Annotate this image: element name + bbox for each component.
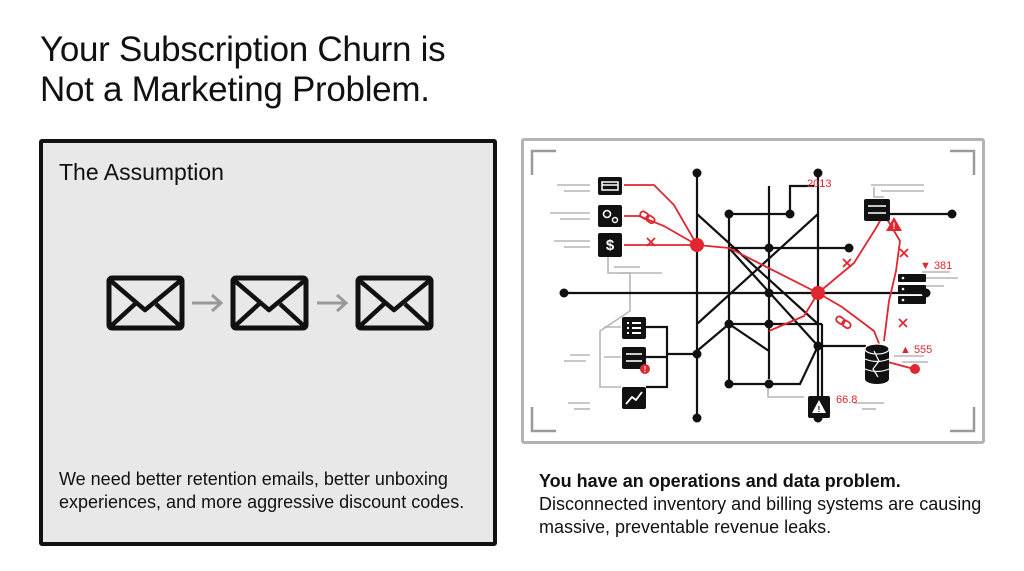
junction-dots (559, 168, 957, 423)
label-top: 2013 (807, 178, 831, 190)
svg-text:!: ! (893, 221, 896, 231)
assumption-panel: The Assumption We need bette (39, 139, 497, 546)
dollar-icon: $ (598, 233, 622, 257)
reality-caption-bold: You have an operations and data problem. (539, 471, 901, 491)
envelope-icon (106, 275, 185, 331)
server-rack-icon (898, 274, 926, 304)
assumption-caption: We need better retention emails, better … (59, 469, 465, 512)
svg-text:!: ! (818, 405, 821, 414)
label-right-bottom: ▲ 555 (900, 344, 932, 356)
gear-icon (598, 205, 622, 227)
page-title: Your Subscription Churn is Not a Marketi… (40, 30, 446, 110)
list-icon (622, 317, 646, 339)
frame-corners (530, 149, 976, 433)
warning-icon: ! (886, 217, 902, 231)
card-icon (598, 177, 622, 195)
svg-text:$: $ (606, 237, 615, 254)
red-nodes (690, 238, 920, 374)
arrow-right-icon (317, 293, 349, 313)
trend-chart-icon (622, 387, 646, 409)
title-line-1: Your Subscription Churn is (40, 30, 446, 69)
chain-link-icon (835, 315, 852, 330)
email-flow (106, 275, 434, 331)
broken-link-marks (646, 237, 909, 328)
svg-text:!: ! (644, 365, 647, 374)
system-network-diagram: $ ! ! (530, 149, 976, 433)
server-icon (864, 199, 890, 221)
envelope-icon (355, 275, 434, 331)
assumption-heading: The Assumption (59, 159, 224, 185)
title-line-2: Not a Marketing Problem. (40, 70, 430, 109)
reality-panel: $ ! ! (521, 138, 985, 444)
chain-link-icon (639, 210, 656, 225)
label-bottom: 66.8 (836, 394, 857, 406)
envelope-icon (230, 275, 309, 331)
arrow-right-icon (192, 293, 224, 313)
server-alert-icon: ! (622, 347, 650, 374)
warning-box-icon: ! (808, 396, 830, 418)
label-right-top: ▼ 381 (920, 260, 952, 272)
database-icon (864, 343, 890, 384)
black-connectors (564, 173, 952, 418)
reality-caption: You have an operations and data problem.… (539, 470, 989, 539)
reality-caption-body: Disconnected inventory and billing syste… (539, 494, 982, 537)
gray-connectors (550, 184, 958, 410)
